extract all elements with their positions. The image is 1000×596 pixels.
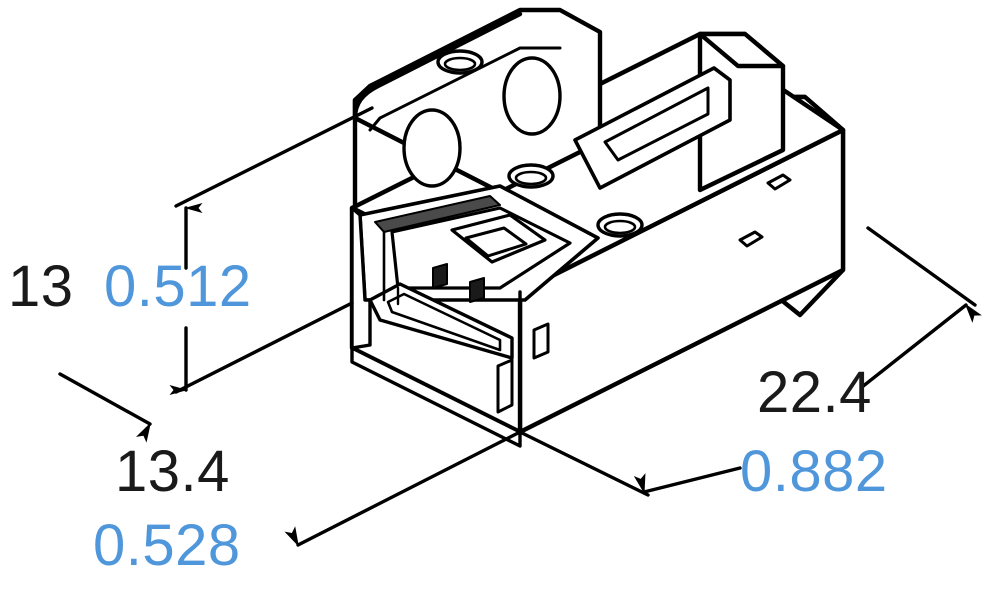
raised-tab-right-top: [697, 31, 786, 69]
detent-notch-lower: [738, 230, 764, 248]
dim-line-width-leader: [866, 226, 977, 307]
dimension-label-depth-inch: 0.528: [93, 513, 241, 578]
flange-rounded-corner: [352, 11, 523, 121]
pocket-blade-inner: [386, 292, 502, 352]
ext-line-height-bottom: [174, 301, 354, 394]
flange-hole-large-right: [502, 56, 562, 136]
flange-hole-large-left: [402, 108, 462, 188]
dimension-label-depth-mm: 13.4: [115, 439, 230, 504]
dim-line-depth-leader: [284, 430, 522, 547]
pocket-center-boss-inner: [464, 226, 528, 258]
dimension-label-height-mm: 13: [8, 254, 74, 319]
front-tab: [496, 358, 514, 414]
dimension-label-height-inch: 0.512: [104, 254, 252, 319]
front-bottom-lip: [350, 346, 522, 448]
counterbore-right-inner: [603, 219, 637, 235]
dim-line-width-bottom-ext: [518, 430, 650, 497]
dim-line-width-arrow-a: [860, 303, 982, 389]
pocket-pin-left: [432, 263, 448, 289]
pocket-top-lip-shade: [374, 195, 501, 233]
counterbore-mid-inner: [514, 170, 548, 186]
dimension-label-width-inch: 0.882: [740, 439, 888, 504]
detent-notch-upper: [766, 173, 792, 191]
rear-flange-plate-inner-fold: [368, 46, 562, 132]
dim-line-width-arrow-b: [633, 466, 742, 494]
ext-line-height-top: [174, 106, 374, 208]
pocket-pin-right: [469, 277, 485, 303]
ext-line-depth-main: [143, 430, 518, 432]
flange-hole-small-upper-inner: [443, 56, 477, 72]
dim-line-depth-arrow-a: [58, 372, 152, 443]
dimension-annotations: [58, 106, 982, 547]
slot-window-inner: [603, 86, 710, 162]
dimension-label-width-mm: 22.4: [757, 360, 872, 425]
side-tab-mid: [532, 322, 550, 360]
